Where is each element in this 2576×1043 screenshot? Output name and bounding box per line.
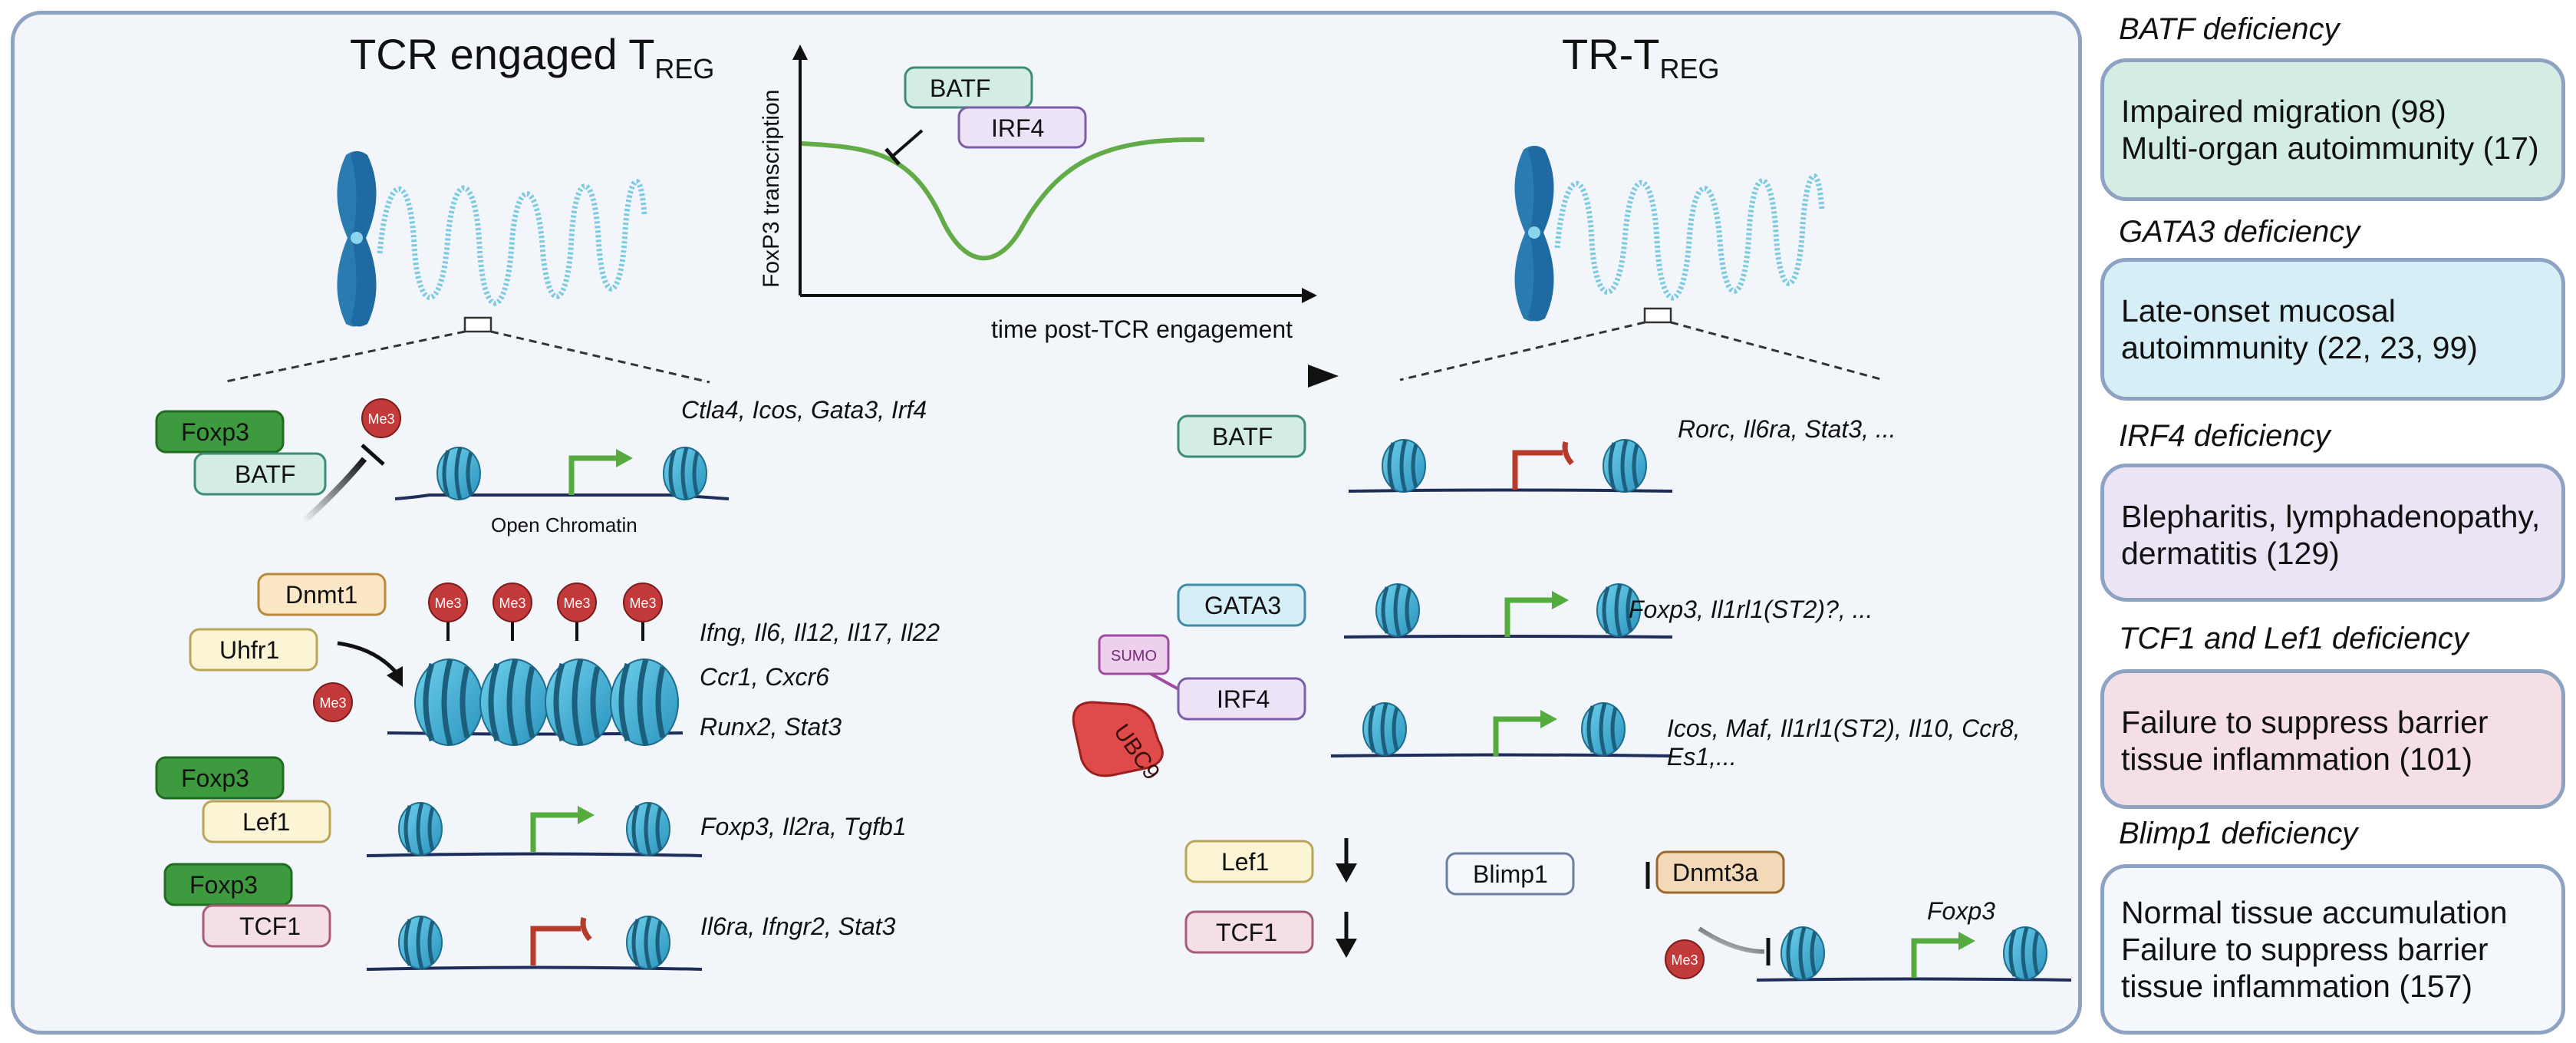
genes-irf4-2: Es1,... bbox=[1667, 743, 1737, 771]
svg-text:IRF4: IRF4 bbox=[1217, 685, 1270, 713]
blimp1-line-1: Normal tissue accumulation bbox=[2121, 895, 2508, 930]
gata3-box bbox=[1177, 583, 1306, 627]
foxp3-box-2 bbox=[155, 756, 285, 800]
blimp1-line-3: tissue inflammation (157) bbox=[2121, 969, 2473, 1004]
tcf1-line-1: Failure to suppress barrier bbox=[2121, 705, 2489, 740]
svg-text:Foxp3: Foxp3 bbox=[189, 871, 258, 899]
blimp1-deficiency-box: Normal tissue accumulation Failure to su… bbox=[2100, 864, 2565, 1035]
svg-text:TCF1: TCF1 bbox=[1216, 919, 1277, 946]
irf4-line-2: dermatitis (129) bbox=[2121, 536, 2340, 571]
svg-text:Uhfr1: Uhfr1 bbox=[219, 636, 279, 664]
left-chromosome bbox=[222, 151, 710, 384]
svg-text:IRF4: IRF4 bbox=[991, 114, 1044, 142]
irf4-deficiency-title: IRF4 deficiency bbox=[2119, 419, 2331, 453]
svg-text:Me3: Me3 bbox=[629, 596, 656, 611]
irf4-box-right bbox=[1177, 677, 1306, 721]
foxp3-gene-label: Foxp3 bbox=[1927, 897, 1995, 925]
svg-text:Me3: Me3 bbox=[563, 596, 590, 611]
genes-irf4-1: Icos, Maf, Il1rl1(ST2), Il10, Ccr8, bbox=[1667, 715, 2021, 742]
right-bottom-row: Lef1 TCF1 Blimp1 Dnmt3a Me3 Foxp3 bbox=[1184, 838, 2072, 982]
blimp1-deficiency-title: Blimp1 deficiency bbox=[2119, 817, 2358, 850]
svg-text:Me3: Me3 bbox=[499, 596, 525, 611]
graph-irf4-box bbox=[957, 106, 1087, 149]
genes-methyl-3: Runx2, Stat3 bbox=[700, 713, 842, 741]
genes-tcf1: Il6ra, Ifngr2, Stat3 bbox=[700, 913, 896, 940]
ubc9-shape bbox=[1072, 701, 1164, 777]
left-methylation-row: Dnmt1 Uhfr1 Me3 Me3 Me3 Me3 Me3 Ifng, Il… bbox=[189, 573, 940, 745]
dnmt3a-box bbox=[1655, 850, 1785, 894]
gata3-deficiency-box: Late-onset mucosal autoimmunity (22, 23,… bbox=[2100, 258, 2565, 401]
genes-gata3: Foxp3, Il1rl1(ST2)?, ... bbox=[1629, 596, 1873, 623]
right-title: TR-TREG bbox=[1562, 30, 1720, 84]
genes-batf: Rorc, Il6ra, Stat3, ... bbox=[1678, 415, 1896, 443]
gata3-deficiency-title: GATA3 deficiency bbox=[2119, 215, 2360, 249]
right-irf4-row: SUMO IRF4 UBC9 Icos, Maf, Il1rl1(ST2), I… bbox=[1072, 634, 2021, 784]
left-title: TCR engaged TREG bbox=[350, 30, 714, 84]
tcf1-box-right bbox=[1184, 910, 1314, 954]
left-lef1-row: Foxp3 Lef1 Foxp3, Il2ra, Tgfb1 bbox=[155, 756, 907, 857]
svg-text:Dnmt1: Dnmt1 bbox=[285, 581, 357, 609]
transition-arrow bbox=[752, 365, 1339, 388]
lef1-box-right bbox=[1184, 840, 1314, 883]
genes-lef1: Foxp3, Il2ra, Tgfb1 bbox=[700, 813, 907, 840]
irf4-line-1: Blepharitis, lymphadenopathy, bbox=[2121, 499, 2541, 534]
batf-box-left bbox=[193, 452, 327, 496]
tcf1-lef1-deficiency-title: TCF1 and Lef1 deficiency bbox=[2119, 622, 2469, 655]
svg-text:Lef1: Lef1 bbox=[242, 808, 290, 836]
uhfr1-box bbox=[189, 628, 318, 672]
svg-text:Lef1: Lef1 bbox=[1221, 848, 1269, 876]
svg-text:Me3: Me3 bbox=[434, 596, 461, 611]
svg-text:Foxp3: Foxp3 bbox=[181, 418, 249, 446]
batf-line-2: Multi-organ autoimmunity (17) bbox=[2121, 130, 2539, 166]
dnmt1-box bbox=[257, 573, 387, 616]
me3-mark-1 bbox=[361, 398, 401, 438]
irf4-deficiency-box: Blepharitis, lymphadenopathy, dermatitis… bbox=[2100, 464, 2565, 602]
svg-text:Blimp1: Blimp1 bbox=[1473, 860, 1548, 888]
svg-text:GATA3: GATA3 bbox=[1204, 592, 1281, 619]
batf-box-right bbox=[1177, 414, 1306, 458]
genes-methyl-2: Ccr1, Cxcr6 bbox=[700, 663, 829, 691]
tcf1-lef1-deficiency-box: Failure to suppress barrier tissue infla… bbox=[2100, 669, 2565, 809]
blimp1-box bbox=[1445, 852, 1575, 896]
transcription-curve bbox=[801, 137, 1205, 261]
graph-xlabel: time post-TCR engagement bbox=[991, 315, 1293, 343]
genes-open: Ctla4, Icos, Gata3, Irf4 bbox=[681, 396, 927, 424]
me3-mark-right bbox=[1665, 939, 1705, 979]
open-chromatin-label: Open Chromatin bbox=[491, 513, 637, 536]
diagram: TCR engaged TREG TR-TREG FoxP3 transcrip… bbox=[155, 30, 2072, 982]
foxp3-graph: FoxP3 transcription time post-TCR engage… bbox=[759, 45, 1317, 343]
batf-line-1: Impaired migration (98) bbox=[2121, 94, 2446, 129]
batf-deficiency-title: BATF deficiency bbox=[2119, 12, 2340, 46]
graph-ylabel: FoxP3 transcription bbox=[759, 90, 784, 288]
svg-text:Dnmt3a: Dnmt3a bbox=[1672, 859, 1758, 886]
left-open-chromatin-row: Foxp3 BATF Me3 Open Chromatin Ctla4, Ico… bbox=[155, 396, 927, 536]
svg-text:Me3: Me3 bbox=[367, 411, 394, 427]
blimp1-line-2: Failure to suppress barrier bbox=[2121, 932, 2489, 967]
svg-text:Me3: Me3 bbox=[1671, 952, 1698, 968]
left-tcf1-row: Foxp3 TCF1 Il6ra, Ifngr2, Stat3 bbox=[163, 863, 896, 971]
svg-text:Me3: Me3 bbox=[319, 695, 346, 711]
svg-text:TCF1: TCF1 bbox=[239, 913, 301, 940]
right-gata3-row: GATA3 Foxp3, Il1rl1(ST2)?, ... bbox=[1177, 583, 1873, 637]
sumo-tag bbox=[1098, 634, 1170, 675]
svg-text:BATF: BATF bbox=[930, 74, 990, 102]
svg-text:SUMO: SUMO bbox=[1111, 648, 1157, 665]
tcf1-line-2: tissue inflammation (101) bbox=[2121, 741, 2473, 777]
svg-text:Foxp3: Foxp3 bbox=[181, 764, 249, 792]
gata3-line-1: Late-onset mucosal bbox=[2121, 293, 2396, 328]
right-batf-row: BATF Rorc, Il6ra, Stat3, ... bbox=[1177, 414, 1896, 492]
batf-deficiency-box: Impaired migration (98) Multi-organ auto… bbox=[2100, 58, 2565, 201]
gata3-line-2: autoimmunity (22, 23, 99) bbox=[2121, 330, 2478, 365]
right-chromosome bbox=[1399, 146, 1884, 381]
svg-text:BATF: BATF bbox=[1212, 423, 1273, 451]
svg-text:BATF: BATF bbox=[235, 460, 295, 488]
lef1-box-left bbox=[202, 800, 331, 843]
genes-methyl-1: Ifng, Il6, Il12, Il17, Il22 bbox=[700, 619, 940, 646]
tcf1-box-left bbox=[202, 904, 331, 948]
me3-mark-2 bbox=[313, 682, 353, 722]
foxp3-box-1 bbox=[155, 410, 285, 454]
